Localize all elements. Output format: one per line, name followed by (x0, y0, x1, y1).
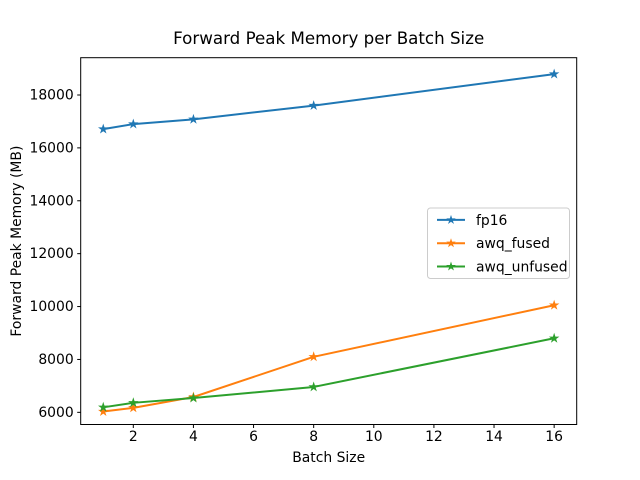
chart-title: Forward Peak Memory per Batch Size (173, 28, 484, 48)
data-point-marker-awq_unfused (188, 392, 199, 403)
data-point-marker-awq_fused (308, 351, 319, 362)
legend-marker-awq_unfused (446, 261, 456, 271)
x-tick-label: 2 (129, 429, 138, 445)
x-axis-label: Batch Size (292, 450, 365, 466)
data-point-marker-awq_fused (98, 406, 109, 416)
y-tick-label: 14000 (29, 193, 73, 209)
data-point-marker-fp16 (98, 123, 109, 134)
plot-area-border (80, 57, 578, 425)
data-point-marker-awq_fused (548, 299, 560, 310)
data-point-marker-awq_fused (128, 402, 139, 413)
y-axis-label: Forward Peak Memory (MB) (9, 146, 25, 337)
y-tick-label: 10000 (29, 299, 73, 315)
series-line-awq_unfused (102, 337, 556, 409)
data-point-marker-awq_unfused (548, 332, 560, 343)
data-point-marker-awq_unfused (98, 401, 109, 412)
data-point-marker-fp16 (548, 68, 560, 79)
y-tick-label: 12000 (29, 246, 73, 262)
x-tick-label: 14 (485, 429, 503, 445)
y-tick-label: 8000 (38, 352, 73, 368)
x-tick-label: 10 (365, 429, 383, 445)
legend-marker-awq_fused (446, 238, 456, 248)
data-point-marker-fp16 (188, 113, 199, 124)
data-point-marker-awq_unfused (128, 397, 139, 408)
x-tick-label: 8 (309, 429, 318, 445)
x-tick-label: 16 (545, 429, 563, 445)
x-tick-label: 6 (249, 429, 258, 445)
series-line-fp16 (102, 73, 556, 131)
legend-entry-label: awq_unfused (476, 259, 568, 275)
data-point-marker-awq_unfused (308, 381, 319, 392)
series-line-awq_fused (102, 304, 556, 413)
x-tick-label: 4 (189, 429, 198, 445)
legend-box (427, 207, 570, 279)
x-tick-label: 12 (425, 429, 443, 445)
legend-marker-fp16 (446, 214, 456, 224)
legend: fp16 awq_fused awq_unfused (427, 207, 570, 279)
y-tick-label: 16000 (29, 140, 73, 156)
legend-entry-label: fp16 (476, 213, 507, 229)
y-tick-label: 18000 (29, 88, 73, 104)
y-axis-ticks: 6000 8000 10000 12000 14000 16000 18000 (29, 88, 81, 421)
data-point-marker-fp16 (128, 118, 139, 129)
y-tick-label: 6000 (38, 405, 73, 421)
data-point-marker-fp16 (308, 100, 319, 111)
legend-entry-label: awq_fused (476, 236, 550, 252)
x-axis-ticks: 2 4 6 8 10 12 14 16 (129, 424, 563, 445)
series-lines (98, 68, 560, 416)
